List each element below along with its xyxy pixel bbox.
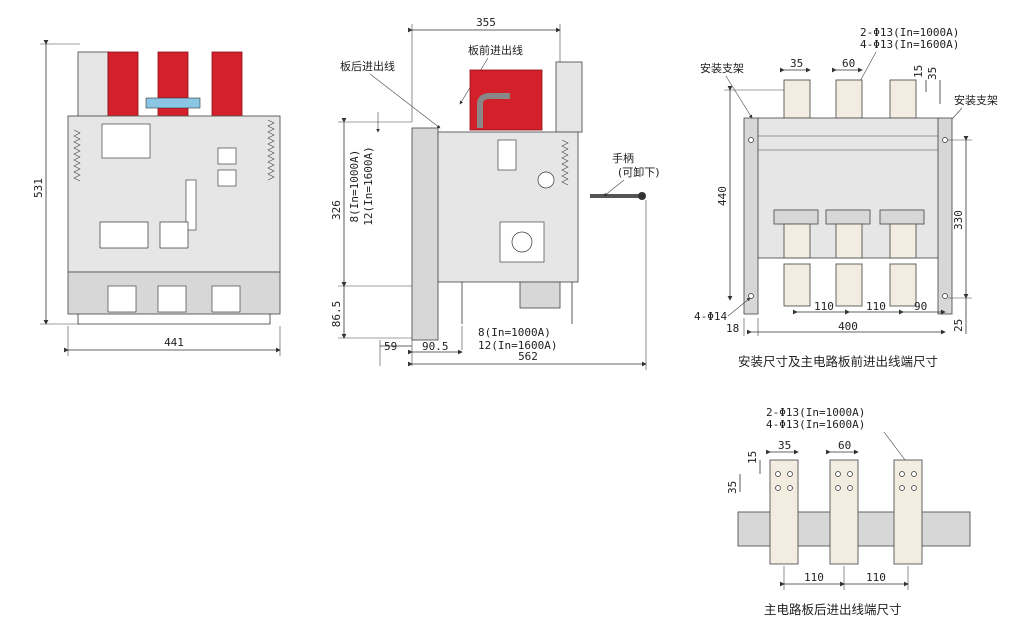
install-hole-note-1000: 2-Φ13(In=1000A) [860,26,959,39]
side-knob [537,171,555,189]
side-rear-plate [555,61,583,133]
side-busbar [477,93,510,128]
front-lower-terminal-3 [211,285,241,313]
side-bottom-note-12: 12(In=1600A) [478,339,557,352]
front-spring-right [267,119,275,181]
side-view: 355 板后进出线 板前进出线 手柄 (可卸下) 326 8(In=1000A) [330,16,660,370]
front-width-label: 441 [164,336,184,349]
handle-label: 手柄 [612,151,634,165]
install-view: 2-Φ13(In=1000A) 4-Φ13(In=1600A) 安装支架 安装支… [694,26,998,369]
rear-110a-label: 110 [804,571,824,584]
front-terminal-strip [145,97,201,109]
rear-dim-15: 15 [746,451,759,464]
rear-dim-60: 60 [838,439,851,452]
install-110b-label: 110 [866,300,886,313]
rear-hole-note-1600: 4-Φ13(In=1600A) [766,418,865,431]
front-base [77,314,271,325]
rear-hole-note-1000: 2-Φ13(In=1000A) [766,406,865,419]
front-main-body [67,115,281,273]
side-top-width-label: 355 [476,16,496,29]
side-562-label: 562 [518,350,538,363]
install-440-label: 440 [716,186,729,206]
install-bracket-left-label: 安装支架 [700,61,744,75]
front-spring-left [73,129,81,182]
front-control-panel [99,221,149,249]
rear-caption: 主电路板后进出线端尺寸 [764,602,902,617]
side-59-label: 59 [384,340,397,353]
install-bottom-terminal-2 [835,263,863,307]
install-top-terminal-3 [889,79,917,119]
front-lower-terminal-2 [157,285,187,313]
side-bottom-note-8: 8(In=1000A) [478,326,551,339]
side-handle-knob [638,192,646,200]
rear-terminal-2 [829,459,859,565]
install-bracket-left [743,117,759,315]
rear-terminal-1 [769,459,799,565]
install-400-label: 400 [838,320,858,333]
side-326-label: 326 [330,200,343,220]
front-lower-terminal-1 [107,285,137,313]
side-86-5-label: 86.5 [330,301,343,328]
install-bracket-right [937,117,953,315]
rear-110b-label: 110 [866,571,886,584]
front-indicator-2 [217,169,237,187]
side-90-5-label: 90.5 [422,340,449,353]
side-vertical-note-12: 12(In=1600A) [362,146,375,225]
side-mounting-plate [411,127,439,341]
rear-wiring-label: 板后进出线 [340,59,395,73]
front-arc-chute-1 [107,51,139,117]
install-90-label: 90 [914,300,927,313]
install-18-label: 18 [726,322,739,335]
install-bracket-right-label: 安装支架 [954,93,998,107]
install-110a-label: 110 [814,300,834,313]
install-top-terminal-1 [783,79,811,119]
rear-terminal-3 [893,459,923,565]
rear-dim-35v: 35 [726,481,739,494]
front-indicator-1 [217,147,237,165]
install-dim-60: 60 [842,57,855,70]
handle-removable-label: (可卸下) [618,165,660,179]
front-arc-chute-3 [211,51,243,117]
rear-dim-35: 35 [778,439,791,452]
install-dim-35b: 35 [926,67,939,80]
install-caption: 安装尺寸及主电路板前进出线端尺寸 [738,354,938,369]
front-view: 531 441 [32,40,281,356]
front-button [159,221,189,249]
install-top-terminal-2 [835,79,863,119]
install-dim-15: 15 [912,65,925,78]
front-height-label: 531 [32,178,45,198]
install-hole-note-1600: 4-Φ13(In=1600A) [860,38,959,51]
front-terminal-box [77,51,109,117]
install-mount-holes-label: 4-Φ14 [694,310,727,323]
install-dim-35: 35 [790,57,803,70]
front-wiring-label: 板前进出线 [468,43,523,57]
install-330-label: 330 [952,210,965,230]
install-25-label: 25 [952,319,965,332]
side-vertical-note-8: 8(In=1000A) [348,150,361,223]
front-nameplate [101,123,151,159]
front-slot [185,179,197,231]
install-bottom-terminal-1 [783,263,811,307]
rear-view: 2-Φ13(In=1000A) 4-Φ13(In=1600A) 35 60 15… [726,406,971,617]
install-bottom-terminal-3 [889,263,917,307]
